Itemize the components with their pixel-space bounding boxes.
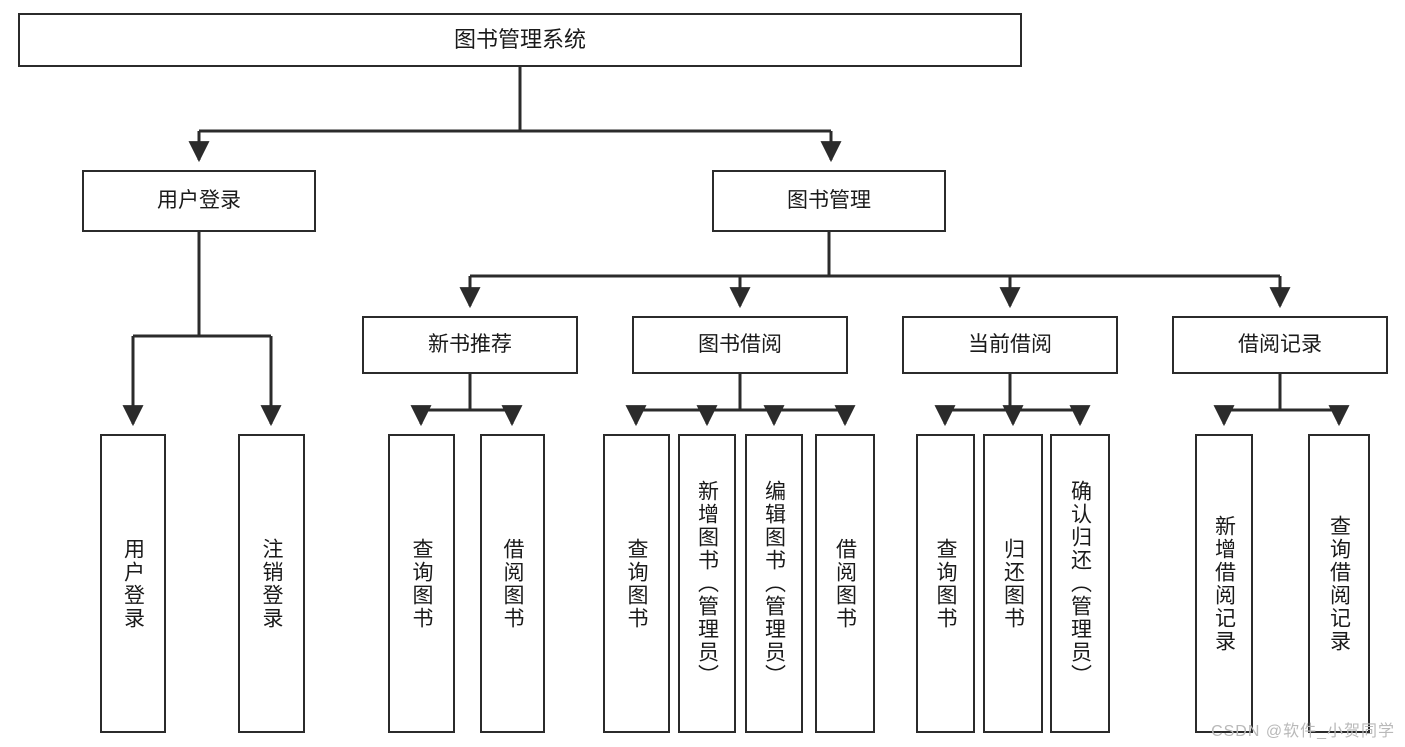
- leaf-book-borrow-query-label: 查询图书: [625, 537, 648, 630]
- node-new-book-recommend[interactable]: 新书推荐: [362, 316, 578, 374]
- node-user-login[interactable]: 用户登录: [82, 170, 316, 232]
- leaf-current-borrow-confirm-return[interactable]: 确认归还（管理员）: [1050, 434, 1110, 733]
- node-book-borrow-label: 图书借阅: [698, 332, 782, 356]
- node-borrow-record-label: 借阅记录: [1238, 332, 1322, 356]
- node-root-label: 图书管理系统: [453, 27, 586, 53]
- leaf-book-borrow-edit-label: 编辑图书（管理员）: [762, 480, 786, 687]
- leaf-user-login-login-label: 用户登录: [121, 537, 145, 630]
- leaf-book-borrow-add[interactable]: 新增图书（管理员）: [678, 434, 736, 733]
- node-book-management[interactable]: 图书管理: [712, 170, 946, 232]
- leaf-borrow-record-add[interactable]: 新增借阅记录: [1195, 434, 1253, 733]
- node-borrow-record[interactable]: 借阅记录: [1172, 316, 1388, 374]
- leaf-borrow-record-add-label: 新增借阅记录: [1212, 514, 1236, 653]
- leaf-current-borrow-query[interactable]: 查询图书: [916, 434, 975, 733]
- leaf-new-book-borrow[interactable]: 借阅图书: [480, 434, 545, 733]
- leaf-borrow-record-query-label: 查询借阅记录: [1327, 514, 1351, 653]
- leaf-current-borrow-confirm-return-label: 确认归还（管理员）: [1068, 480, 1092, 687]
- node-current-borrow-label: 当前借阅: [968, 332, 1052, 356]
- node-new-book-recommend-label: 新书推荐: [428, 332, 512, 356]
- node-current-borrow[interactable]: 当前借阅: [902, 316, 1118, 374]
- node-root[interactable]: 图书管理系统: [18, 13, 1022, 67]
- node-book-borrow[interactable]: 图书借阅: [632, 316, 848, 374]
- leaf-current-borrow-query-label: 查询图书: [934, 537, 957, 630]
- leaf-current-borrow-return-label: 归还图书: [1001, 537, 1025, 630]
- leaf-user-login-login[interactable]: 用户登录: [100, 434, 166, 733]
- leaf-current-borrow-return[interactable]: 归还图书: [983, 434, 1043, 733]
- leaf-user-login-logout-label: 注销登录: [260, 537, 283, 630]
- leaf-borrow-record-query[interactable]: 查询借阅记录: [1308, 434, 1370, 733]
- leaf-book-borrow-borrow-label: 借阅图书: [833, 537, 857, 630]
- leaf-book-borrow-add-label: 新增图书（管理员）: [695, 480, 719, 687]
- leaf-book-borrow-query[interactable]: 查询图书: [603, 434, 670, 733]
- node-user-login-label: 用户登录: [157, 188, 241, 212]
- leaf-new-book-borrow-label: 借阅图书: [501, 537, 524, 630]
- csdn-watermark: CSDN @软件_小贺同学: [1211, 723, 1395, 740]
- leaf-new-book-query[interactable]: 查询图书: [388, 434, 455, 733]
- leaf-new-book-query-label: 查询图书: [410, 537, 433, 630]
- leaf-user-login-logout[interactable]: 注销登录: [238, 434, 305, 733]
- leaf-book-borrow-borrow[interactable]: 借阅图书: [815, 434, 875, 733]
- leaf-book-borrow-edit[interactable]: 编辑图书（管理员）: [745, 434, 803, 733]
- node-book-management-label: 图书管理: [787, 188, 871, 212]
